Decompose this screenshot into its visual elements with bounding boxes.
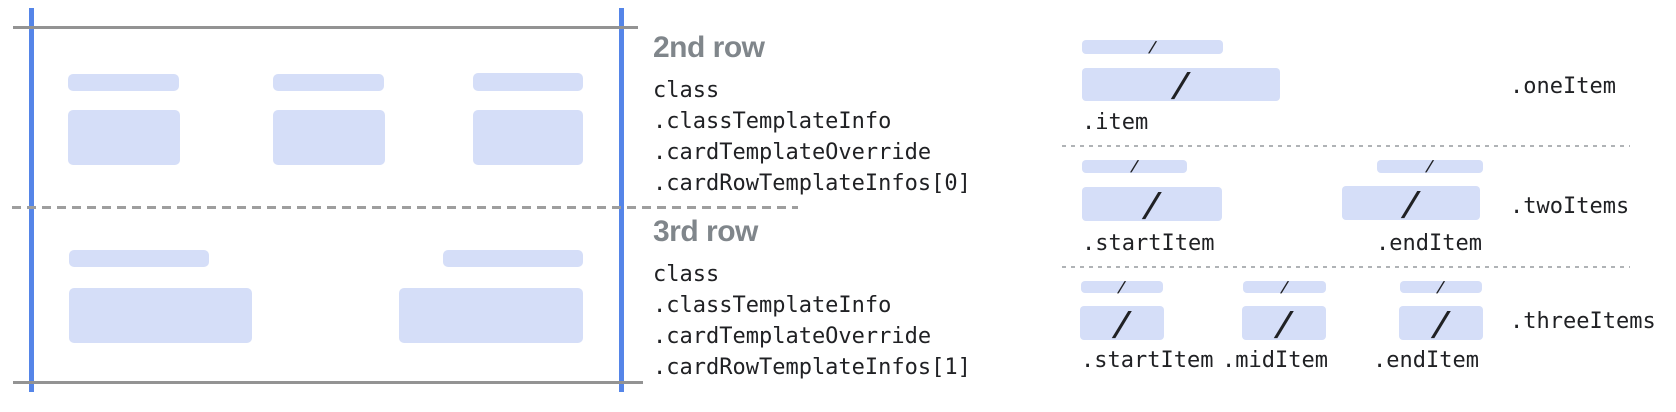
item-label-bar: / [1400,277,1482,296]
crop-mark-line-right [619,8,624,392]
code-reference-line: .cardRowTemplateInfos[0] [653,171,971,196]
code-reference-line: class [653,262,720,287]
item-value-bar: / [1080,303,1164,343]
card-bottom-border [13,381,643,384]
layout-side-label: .threeItems [1510,309,1656,334]
item-value-bar: / [1242,303,1326,343]
layout-divider-dotted [1062,145,1630,147]
field-label-placeholder [69,250,209,267]
item-label: .item [1082,110,1149,135]
field-value-placeholder [68,110,180,165]
row-divider-dashed [12,206,798,209]
field-label-placeholder [473,73,583,91]
annotation-2nd-row: 2nd row class .classTemplateInfo .cardTe… [653,33,993,199]
layout-side-label: .twoItems [1510,194,1630,219]
slash-glyph: / [1435,277,1447,296]
field-value-placeholder [69,288,252,343]
slash-glyph: / [1271,303,1297,343]
code-reference-line: .cardRowTemplateInfos[1] [653,355,971,380]
field-value-placeholder [273,110,385,165]
item-label: .endItem [1376,231,1482,256]
layout-divider-dotted [1062,266,1630,268]
slash-glyph: / [1146,37,1159,56]
field-label-placeholder [443,250,583,267]
field-value-placeholder [399,288,583,343]
slash-glyph: / [1128,157,1141,175]
slash-glyph: / [1168,65,1194,104]
item-label: .endItem [1373,348,1479,373]
row-heading: 3rd row [653,215,758,248]
slash-glyph: / [1428,303,1454,343]
field-label-placeholder [273,74,384,91]
annotation-3rd-row: 3rd row class .classTemplateInfo .cardTe… [653,217,993,383]
slash-glyph: / [1278,277,1291,296]
crop-mark-line-left [29,8,34,392]
item-label-bar: / [1082,157,1187,175]
slash-glyph: / [1116,277,1128,296]
item-value-bar: / [1342,183,1480,223]
item-label: .midItem [1222,348,1328,373]
item-label-bar: / [1081,277,1163,296]
item-value-bar: / [1082,65,1280,104]
slash-glyph: / [1139,184,1165,224]
slash-glyph: / [1424,157,1436,175]
code-reference-line: .cardTemplateOverride [653,324,932,349]
item-label: .startItem [1082,231,1215,256]
field-value-placeholder [473,110,583,165]
slash-glyph: / [1109,303,1135,343]
field-label-placeholder [68,74,179,91]
code-reference-line: .classTemplateInfo [653,109,892,134]
item-value-bar: / [1082,184,1222,224]
item-label-bar: / [1377,157,1483,175]
row-heading: 2nd row [653,31,765,64]
code-reference-line: .cardTemplateOverride [653,140,932,165]
card-top-border [13,26,638,29]
item-label-bar: / [1082,37,1223,56]
item-label-bar: / [1243,277,1326,296]
item-label: .startItem [1081,348,1214,373]
item-value-bar: / [1399,303,1483,343]
slash-glyph: / [1398,183,1424,223]
code-reference-line: class [653,78,720,103]
code-reference-line: .classTemplateInfo [653,293,892,318]
layout-side-label: .oneItem [1510,74,1616,99]
